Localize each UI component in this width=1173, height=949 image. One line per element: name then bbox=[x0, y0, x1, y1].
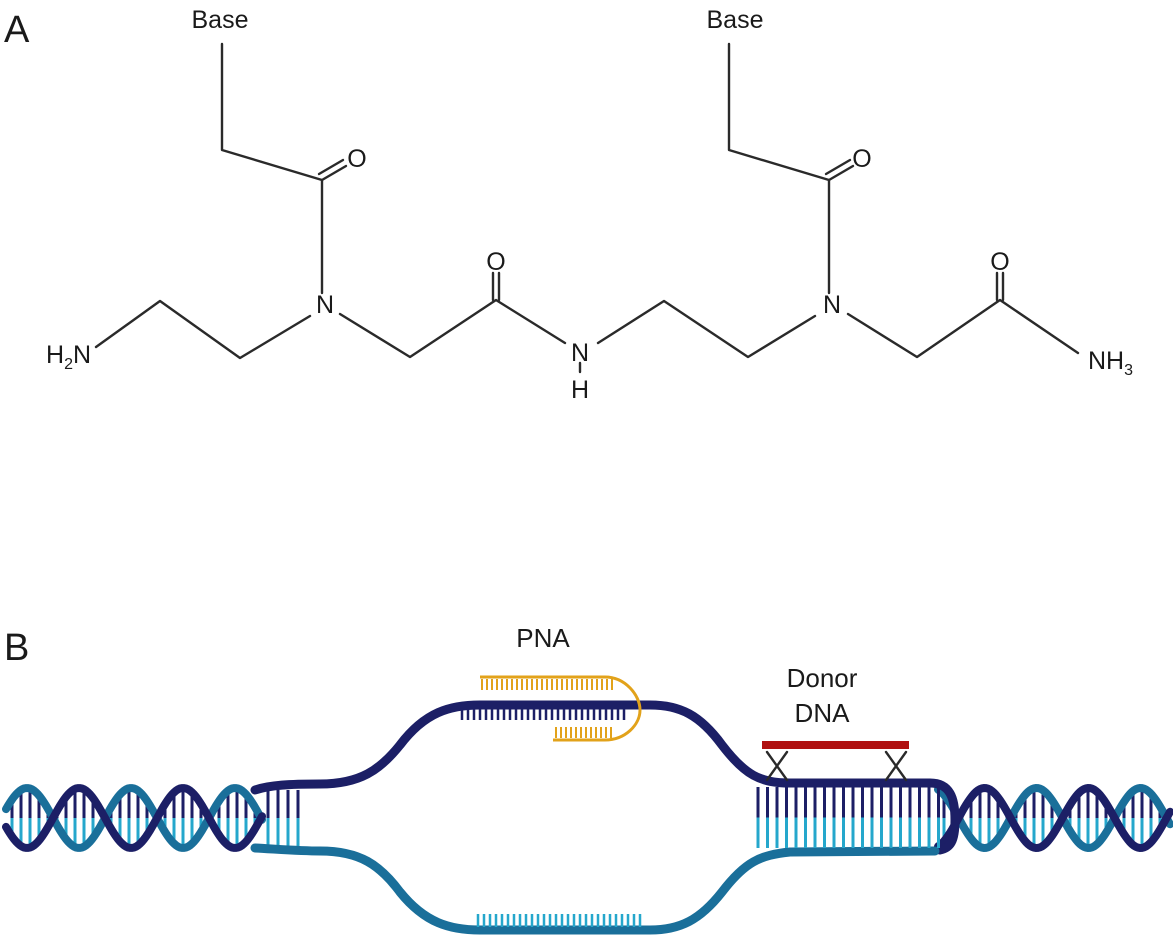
base-label-left: Base bbox=[192, 6, 249, 34]
helix-strand-dark bbox=[934, 783, 1173, 853]
bond-carbonyl-right-b bbox=[824, 158, 852, 176]
stem-left-base-pairs bbox=[266, 790, 300, 846]
pna-label: PNA bbox=[516, 623, 570, 653]
nitrogen-right: N bbox=[823, 291, 841, 319]
crossover-right-b bbox=[884, 750, 908, 782]
side-chain-left: O bbox=[220, 42, 367, 295]
dna-strand-top bbox=[250, 700, 960, 855]
donor-label-line2: DNA bbox=[795, 698, 851, 728]
amine-nh3: NH3 bbox=[1088, 347, 1133, 379]
side-chain-right: O bbox=[727, 42, 872, 295]
oxygen-right-top: O bbox=[852, 145, 871, 173]
bond-backbone-4 bbox=[846, 298, 1080, 359]
amine-h2n: H2N bbox=[46, 341, 91, 373]
oxygen-mid: O bbox=[486, 248, 505, 276]
hydrogen-amide: H bbox=[571, 376, 589, 404]
bond-backbone-3 bbox=[596, 299, 817, 359]
helix-strand-light bbox=[2, 784, 266, 852]
bond-carbonyl-right-a bbox=[827, 164, 855, 182]
oxygen-end: O bbox=[990, 248, 1009, 276]
panel-b-label: B bbox=[4, 627, 29, 669]
bond-backbone-1 bbox=[94, 299, 312, 360]
bond-backbone-2 bbox=[338, 298, 567, 359]
crossover-left-b bbox=[765, 750, 789, 782]
bond-side-chain-left bbox=[220, 42, 324, 295]
crossover-right bbox=[884, 750, 908, 782]
panel-a-label: A bbox=[4, 9, 30, 51]
dna-helix-right bbox=[934, 783, 1173, 853]
panel-a: A Base Base O O bbox=[4, 6, 1133, 404]
top-strand-bases bbox=[460, 708, 626, 720]
oxygen-left-top: O bbox=[347, 145, 366, 173]
bond-side-chain-right bbox=[727, 42, 831, 295]
pna-clamp bbox=[480, 675, 642, 742]
crossover-left bbox=[765, 750, 789, 782]
donor-dna bbox=[762, 741, 909, 782]
pna-bases bbox=[481, 679, 613, 738]
pna-strand bbox=[480, 675, 642, 742]
donor-dna-bar bbox=[762, 741, 909, 749]
bond-carbonyl-left-a bbox=[320, 164, 348, 182]
dna-strand-bottom bbox=[250, 843, 940, 935]
helix-strand-light bbox=[934, 783, 1173, 853]
helix-strand-dark bbox=[2, 784, 266, 852]
bottom-strand-bases bbox=[476, 914, 642, 927]
backbone bbox=[94, 271, 1080, 374]
nitrogen-amide: N bbox=[571, 339, 589, 367]
bond-carbonyl-left-b bbox=[317, 158, 345, 176]
base-label-right: Base bbox=[707, 6, 764, 34]
donor-label-line1: Donor bbox=[787, 663, 858, 693]
panel-b: B PNA bbox=[2, 623, 1173, 935]
dna-helix-left bbox=[2, 784, 266, 852]
nitrogen-left: N bbox=[316, 291, 334, 319]
stem-right-base-pairs bbox=[756, 787, 940, 848]
